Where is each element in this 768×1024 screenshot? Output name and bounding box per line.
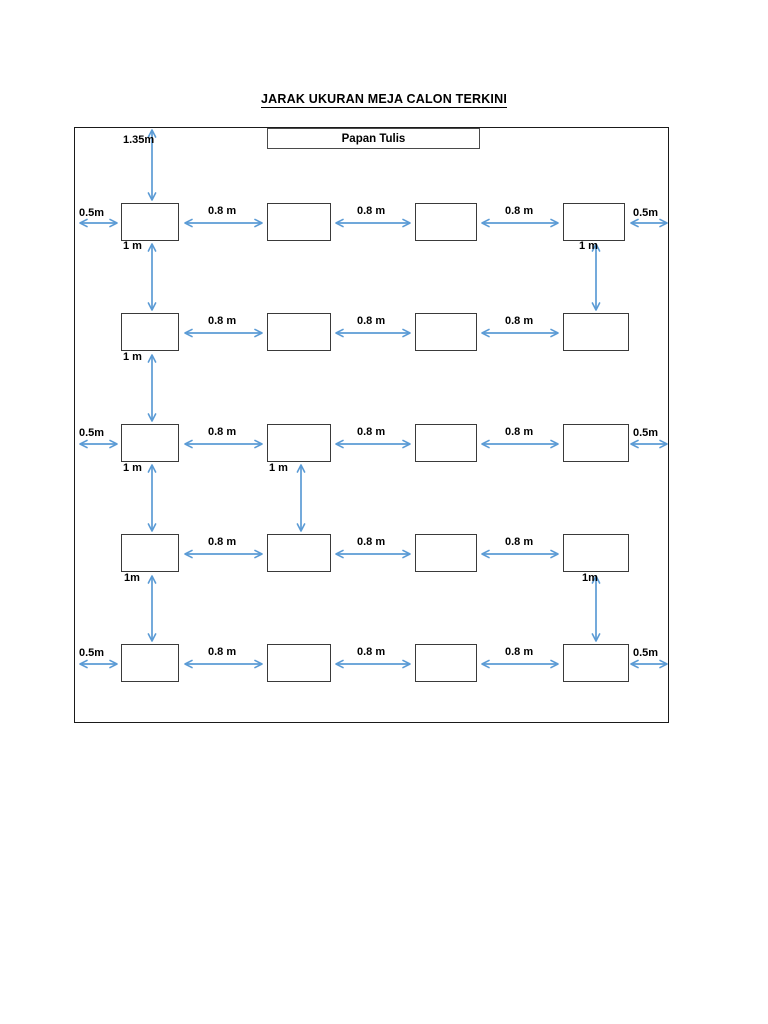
arrow-r2-34 (481, 328, 559, 338)
arrow-r5-34 (481, 659, 559, 669)
label-r4-gap12: 0.8 m (208, 536, 237, 548)
arrow-r2-12 (184, 328, 263, 338)
whiteboard-label: Papan Tulis (341, 132, 406, 145)
arrow-c4-r1r2 (591, 243, 601, 311)
label-r5-left: 0.5m (79, 647, 105, 659)
desk-r1c3 (415, 203, 477, 241)
label-r1-gap23: 0.8 m (357, 205, 386, 217)
desk-r3c2 (267, 424, 331, 462)
arrow-c2-r3r4 (296, 464, 306, 532)
desk-r2c1 (121, 313, 179, 351)
label-r5-gap23: 0.8 m (357, 646, 386, 658)
label-r4c4-below: 1m (582, 572, 598, 584)
whiteboard: Papan Tulis (267, 128, 480, 149)
arrow-c1-r3r4 (147, 464, 157, 532)
arrow-r3-right (630, 439, 668, 449)
label-board-gap: 1.35m (123, 134, 155, 146)
label-r4-gap34: 0.8 m (505, 536, 534, 548)
arrow-r5-12 (184, 659, 263, 669)
label-r3c1-below: 1 m (123, 462, 142, 474)
desk-r4c4 (563, 534, 629, 572)
arrow-c1-r1r2 (147, 243, 157, 311)
label-r3-gap12: 0.8 m (208, 426, 237, 438)
arrow-r1-left (79, 218, 118, 228)
desk-r2c3 (415, 313, 477, 351)
desk-r1c2 (267, 203, 331, 241)
label-r1-gap12: 0.8 m (208, 205, 237, 217)
arrow-r3-left (79, 439, 118, 449)
label-r2-gap12: 0.8 m (208, 315, 237, 327)
arrow-r4-34 (481, 549, 559, 559)
arrow-r5-23 (335, 659, 411, 669)
arrow-c1-r2r3 (147, 354, 157, 422)
label-r1c1-below: 1 m (123, 240, 142, 252)
label-r2c1-below: 1 m (123, 351, 142, 363)
classroom-frame: Papan Tulis 1.35m 0.5m 0.8 m 0.8 m 0.8 m 0.5m… (74, 127, 669, 723)
label-r3-gap23: 0.8 m (357, 426, 386, 438)
label-r1-gap34: 0.8 m (505, 205, 534, 217)
page-title-text: JARAK UKURAN MEJA CALON TERKINI (260, 92, 508, 108)
desk-r3c1 (121, 424, 179, 462)
arrow-r2-23 (335, 328, 411, 338)
desk-r1c4 (563, 203, 625, 241)
label-r5-gap12: 0.8 m (208, 646, 237, 658)
desk-r2c2 (267, 313, 331, 351)
desk-r1c1 (121, 203, 179, 241)
desk-r5c4 (563, 644, 629, 682)
arrow-c1-r4r5 (147, 575, 157, 642)
label-r2-gap23: 0.8 m (357, 315, 386, 327)
desk-r4c1 (121, 534, 179, 572)
arrow-r1-12 (184, 218, 263, 228)
arrow-r3-12 (184, 439, 263, 449)
label-r4-gap23: 0.8 m (357, 536, 386, 548)
arrow-r1-34 (481, 218, 559, 228)
arrow-r4-12 (184, 549, 263, 559)
arrow-r5-right (630, 659, 668, 669)
desk-r4c3 (415, 534, 477, 572)
desk-r5c3 (415, 644, 477, 682)
label-r5-right: 0.5m (633, 647, 659, 659)
label-r1-left: 0.5m (79, 207, 105, 219)
label-r3c2-below: 1 m (269, 462, 288, 474)
label-r3-gap34: 0.8 m (505, 426, 534, 438)
desk-r3c4 (563, 424, 629, 462)
arrow-c4-r4r5 (591, 575, 601, 642)
desk-r4c2 (267, 534, 331, 572)
arrow-r4-23 (335, 549, 411, 559)
desk-r5c2 (267, 644, 331, 682)
arrow-r1-23 (335, 218, 411, 228)
label-r2-gap34: 0.8 m (505, 315, 534, 327)
desk-r2c4 (563, 313, 629, 351)
label-r4c1-below: 1m (124, 572, 140, 584)
label-r3-right: 0.5m (633, 427, 659, 439)
label-r5-gap34: 0.8 m (505, 646, 534, 658)
arrow-r3-34 (481, 439, 559, 449)
arrow-r3-23 (335, 439, 411, 449)
desk-r3c3 (415, 424, 477, 462)
label-r1c4-below: 1 m (579, 240, 598, 252)
label-r1-right: 0.5m (633, 207, 659, 219)
arrow-r1-right (630, 218, 668, 228)
arrow-r5-left (79, 659, 118, 669)
label-r3-left: 0.5m (79, 427, 105, 439)
desk-r5c1 (121, 644, 179, 682)
page-title: JARAK UKURAN MEJA CALON TERKINI (0, 92, 768, 108)
